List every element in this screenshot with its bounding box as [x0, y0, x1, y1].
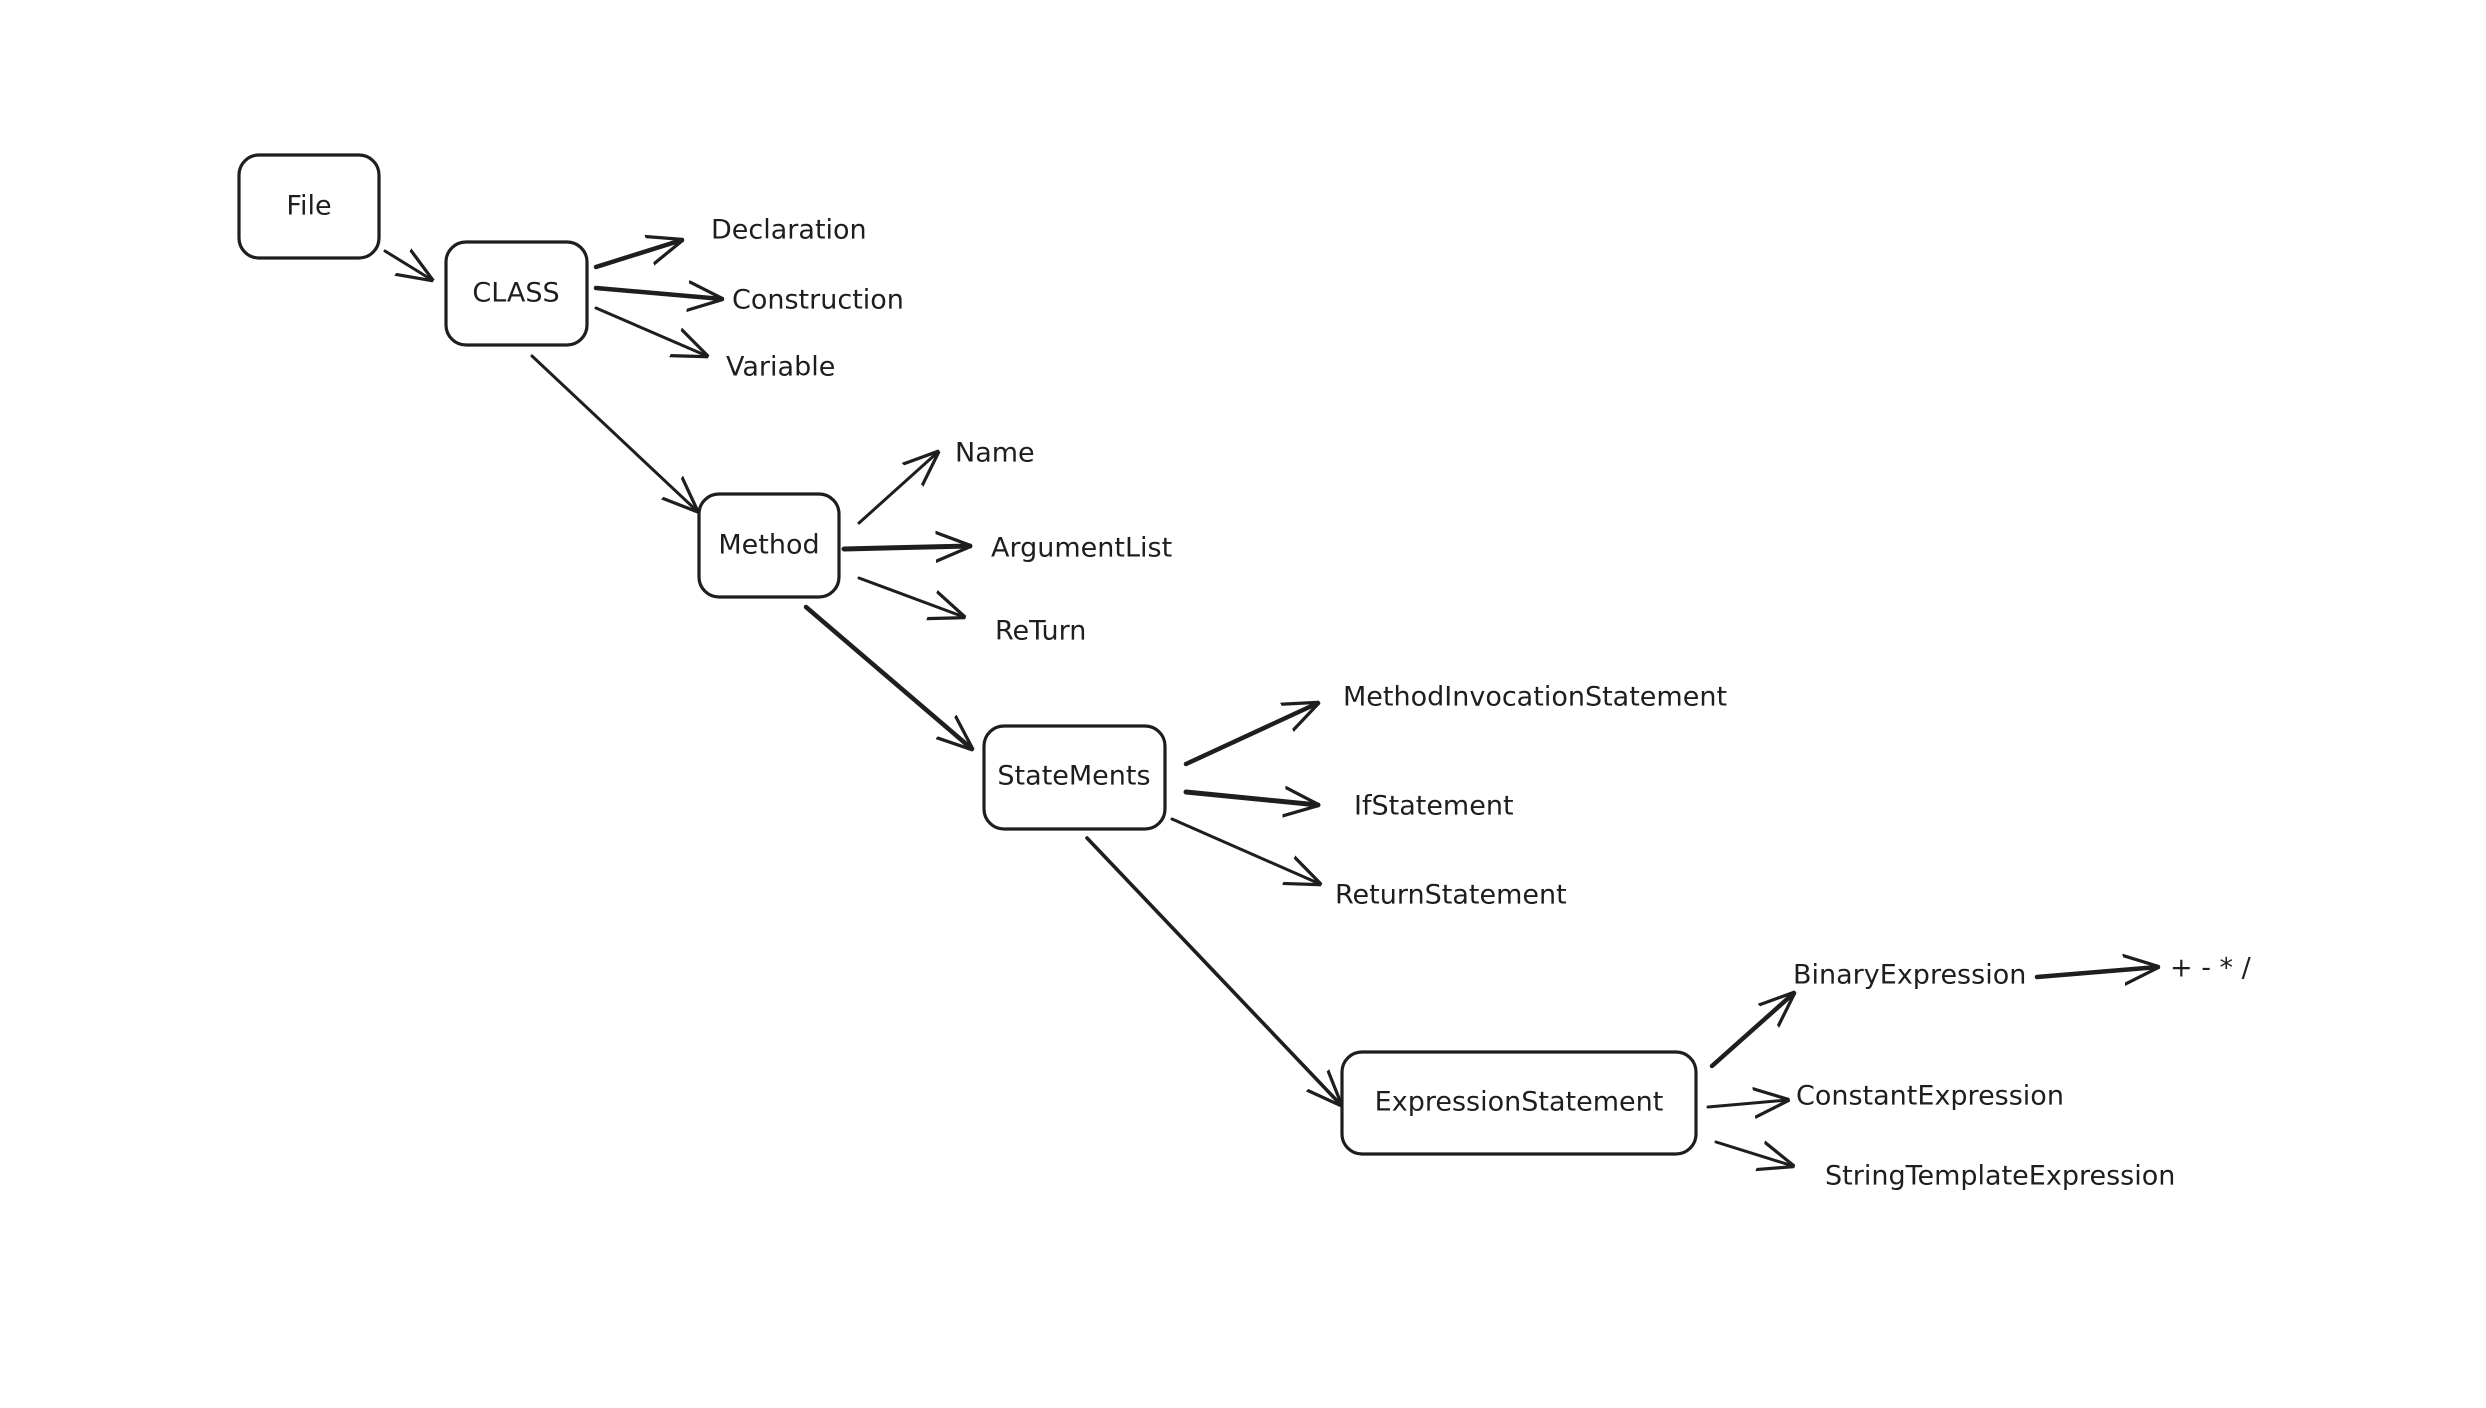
node-label: CLASS — [472, 278, 559, 309]
edges — [383, 240, 2158, 1166]
node-box — [982, 724, 1167, 831]
edge-statements-to-if-statement — [1183, 792, 1318, 805]
label-name: Name — [955, 438, 1035, 469]
edge-class-to-method — [530, 354, 697, 511]
label-operators: + - * / — [2170, 953, 2252, 984]
leaf-labels: Declaration Construction Variable Name A… — [711, 215, 2252, 1192]
node-label: StateMents — [997, 761, 1150, 792]
node-method: Method — [697, 492, 841, 599]
label-method-invocation-statement: MethodInvocationStatement — [1343, 682, 1727, 713]
node-file: File — [237, 153, 381, 260]
edge-expression-to-binary — [1709, 993, 1794, 1069]
edge-class-to-declaration — [593, 240, 682, 270]
node-class: CLASS — [444, 240, 589, 347]
label-return-statement: ReturnStatement — [1335, 880, 1567, 911]
label-string-template-expression: StringTemplateExpression — [1825, 1161, 2175, 1192]
edge-class-to-variable — [594, 306, 707, 356]
node-box — [697, 492, 841, 599]
node-expression-statement: ExpressionStatement — [1340, 1050, 1698, 1156]
node-box — [1340, 1050, 1698, 1156]
edge-statements-to-method-invocation — [1183, 703, 1318, 767]
edge-binary-to-operators — [2034, 967, 2158, 977]
node-label: ExpressionStatement — [1375, 1087, 1664, 1118]
node-box — [237, 153, 381, 260]
label-return: ReTurn — [995, 616, 1086, 647]
node-box — [444, 240, 589, 347]
edge-expression-to-string-template — [1714, 1142, 1793, 1166]
edge-method-to-name — [857, 452, 938, 525]
node-label: File — [286, 191, 331, 222]
label-if-statement: IfStatement — [1354, 791, 1514, 822]
label-argument-list: ArgumentList — [991, 533, 1172, 564]
edge-statements-to-return-statement — [1170, 817, 1320, 884]
node-label: Method — [718, 530, 819, 561]
label-declaration: Declaration — [711, 215, 867, 246]
label-constant-expression: ConstantExpression — [1796, 1081, 2064, 1112]
edge-expression-to-constant — [1706, 1100, 1788, 1107]
label-variable: Variable — [726, 352, 835, 383]
edge-file-to-class — [383, 251, 432, 280]
edge-method-to-return — [857, 576, 964, 617]
edge-statements-to-expression-statement — [1085, 836, 1341, 1105]
label-binary-expression: BinaryExpression — [1793, 960, 2026, 991]
edge-method-to-argument-list — [841, 546, 973, 549]
edge-method-to-statements — [803, 604, 972, 749]
edge-class-to-construction — [593, 288, 722, 299]
node-statements: StateMents — [982, 724, 1167, 831]
label-construction: Construction — [732, 285, 904, 316]
